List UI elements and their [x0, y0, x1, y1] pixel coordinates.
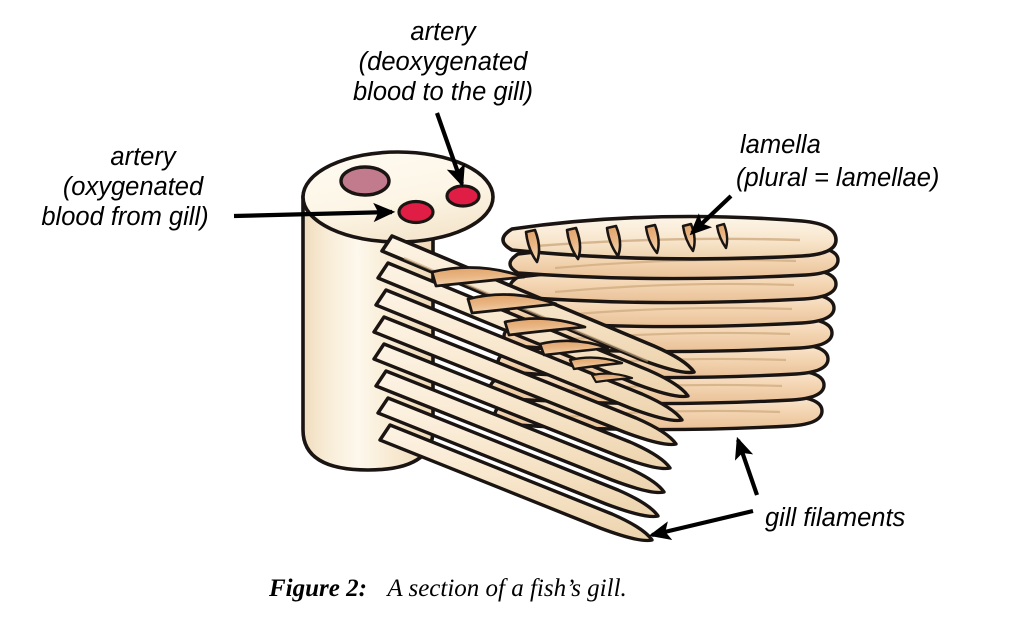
- artery-deoxy-line3: blood to the gill): [353, 78, 533, 106]
- artery-oxy-line2: (oxygenated: [63, 173, 204, 201]
- artery-oxy-line3: blood from gill): [41, 203, 208, 231]
- artery-oxy-arrow: [233, 202, 396, 223]
- right-top-filament-with-lamellae: [501, 214, 838, 264]
- lamella-arrow: [689, 194, 733, 236]
- lamella-line2: (plural = lamellae): [736, 164, 939, 192]
- left-filament: [376, 396, 660, 519]
- lamella-crescent-group: [430, 266, 634, 384]
- deoxygenated-artery-vessel: [445, 184, 481, 208]
- left-filament: [374, 288, 684, 423]
- gill-filaments-arrow-lower: [648, 508, 754, 541]
- artery-deoxy-arrow: [435, 112, 465, 188]
- gill-filaments-line1: gill filaments: [765, 504, 906, 532]
- caption-text: A section of a fish’s gill.: [385, 575, 626, 602]
- label-artery-deoxygenated: artery (deoxygenated blood to the gill): [353, 18, 533, 106]
- label-artery-oxygenated: artery (oxygenated blood from gill): [41, 143, 208, 231]
- label-lamella: lamella (plural = lamellae): [736, 131, 939, 192]
- oxygenated-artery-vessel: [397, 199, 435, 225]
- left-filament: [372, 342, 672, 471]
- left-filament: [374, 369, 666, 495]
- right-gill-filament-stack: [488, 214, 840, 432]
- label-gill-filaments: gill filaments: [765, 504, 906, 532]
- left-filament: [372, 315, 678, 447]
- left-top-filament-with-lamellae: [380, 234, 696, 384]
- lamella-crescent-group: [524, 222, 729, 264]
- gill-filaments-arrow-upper: [734, 436, 759, 496]
- svg-text:Figure 2: A section of: Figure 2: A section of a fish’s gill.: [268, 575, 627, 602]
- figure-caption: Figure 2: A section of a fish’s gill.: [268, 575, 627, 602]
- large-mauve-vessel: [339, 165, 391, 197]
- artery-deoxy-line2: (deoxygenated: [359, 48, 529, 76]
- artery-oxy-line1: artery: [110, 143, 177, 171]
- left-gill-filament-stack: [372, 234, 696, 543]
- artery-deoxy-line1: artery: [410, 18, 477, 46]
- caption-label: Figure 2:: [268, 575, 367, 602]
- lamella-line1: lamella: [740, 131, 821, 159]
